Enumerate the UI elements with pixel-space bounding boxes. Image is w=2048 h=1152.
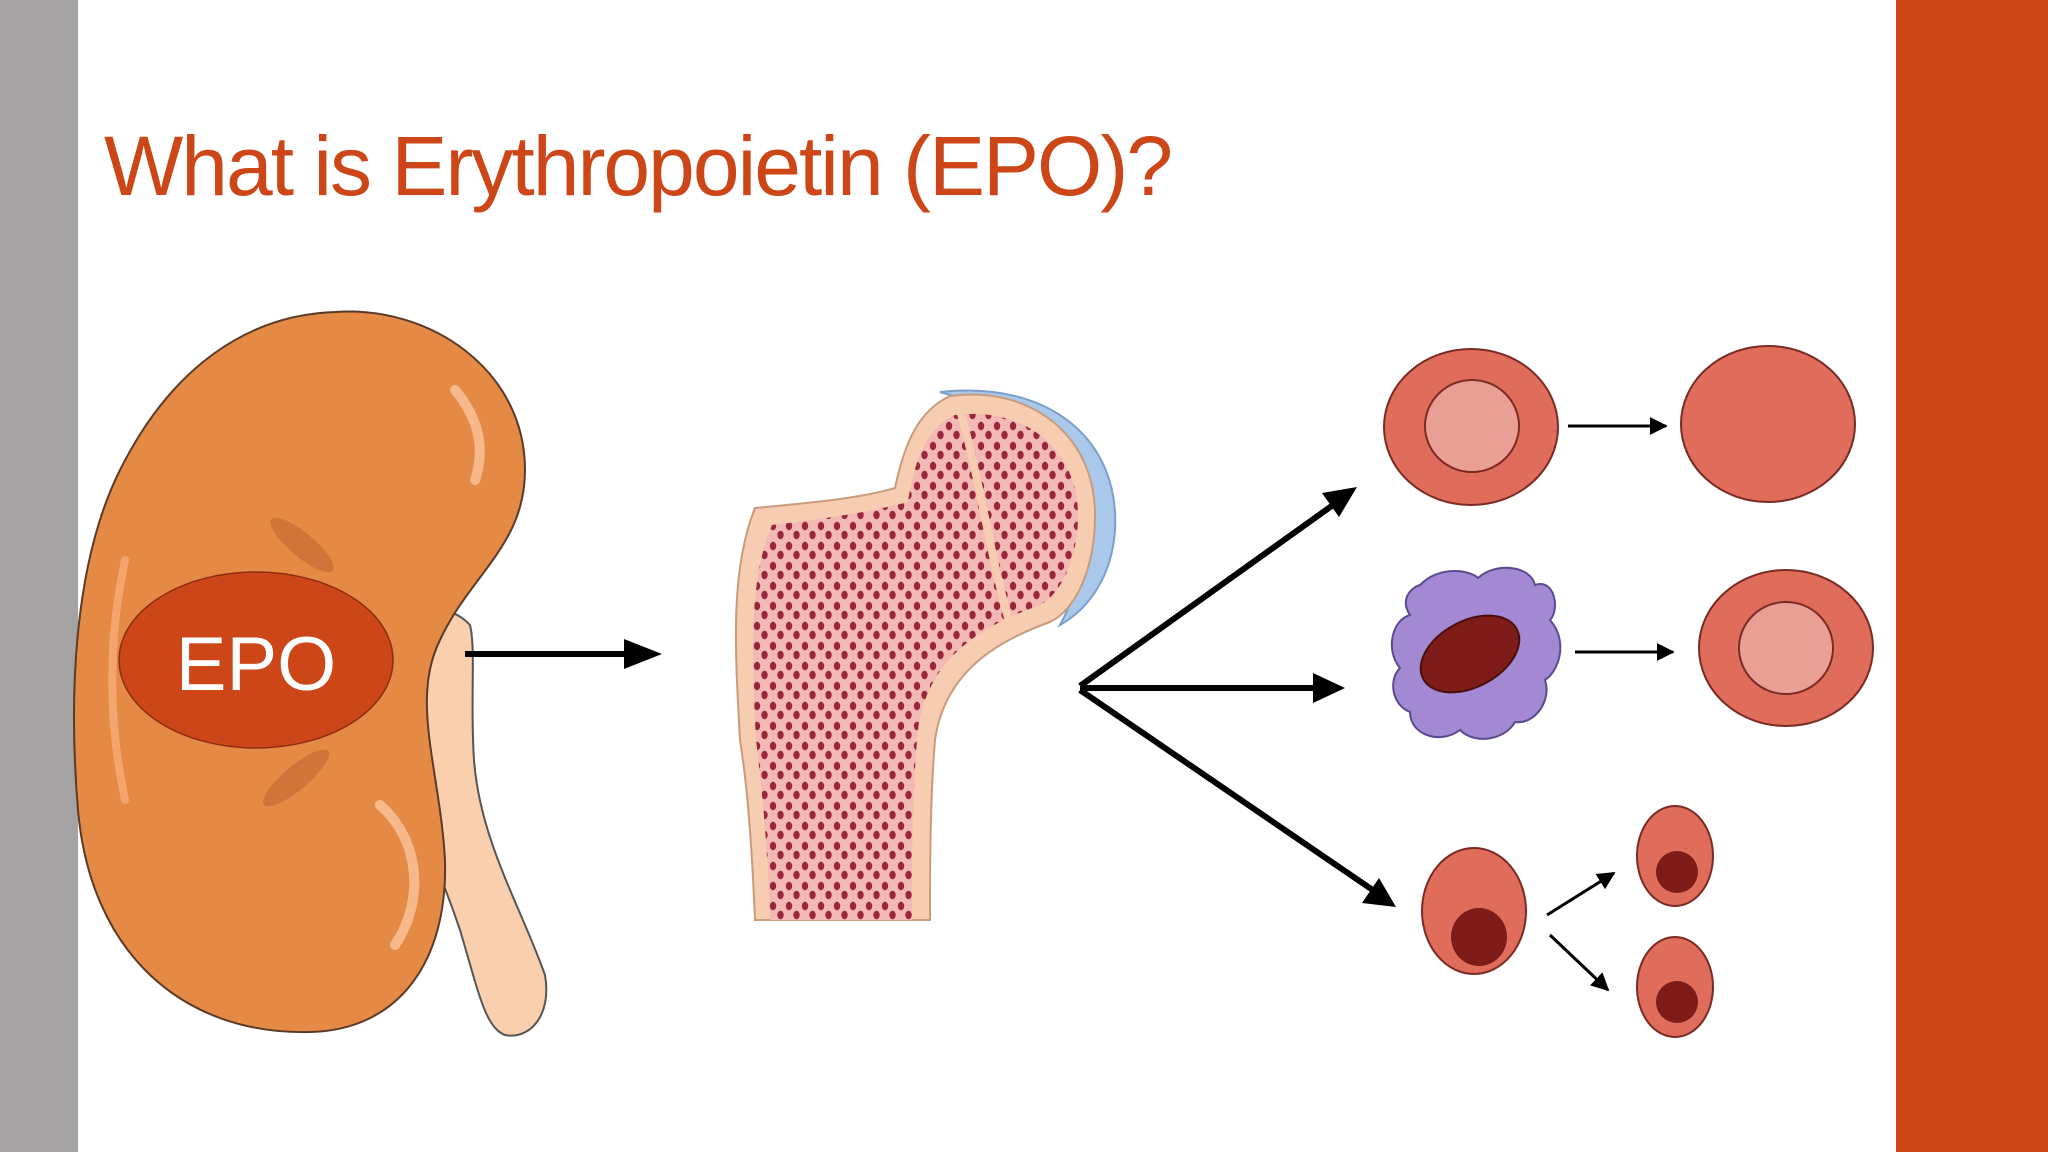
left-accent-band bbox=[0, 0, 78, 1152]
arrow-up bbox=[1078, 497, 1342, 689]
arrow-down bbox=[1078, 687, 1382, 898]
epo-oval bbox=[118, 571, 394, 749]
growth-line bbox=[956, 408, 1014, 627]
cell-row-top bbox=[1383, 345, 1856, 506]
cell-row-middle bbox=[1390, 566, 1874, 740]
arrow-kidney-to-bone bbox=[465, 639, 662, 669]
arrow-split-down bbox=[1548, 933, 1610, 992]
epo-label: EPO bbox=[176, 622, 337, 707]
cell-center-icon-2 bbox=[1738, 601, 1834, 695]
arrowhead-up bbox=[1322, 487, 1357, 517]
kidney-highlight-left bbox=[108, 556, 129, 804]
kidney-highlight-bottom bbox=[375, 800, 420, 950]
red-blood-cell-icon bbox=[1680, 345, 1856, 503]
kidney-highlight-top bbox=[450, 385, 485, 485]
nucleus-icon-4 bbox=[1656, 981, 1698, 1023]
kidney-shadow-lower bbox=[262, 749, 330, 807]
arrowhead-down bbox=[1362, 878, 1396, 907]
arrow-split-up bbox=[1546, 871, 1616, 917]
cell-row-bottom bbox=[1421, 805, 1714, 1038]
kidney-shadow-upper bbox=[270, 517, 334, 573]
nucleus-icon-3 bbox=[1656, 851, 1698, 893]
nucleus-icon-2 bbox=[1451, 908, 1507, 966]
kidney-illustration: EPO bbox=[73, 310, 548, 1037]
nucleus-icon bbox=[1419, 614, 1521, 694]
femur-bone-marrow-illustration bbox=[734, 389, 1117, 921]
slide-title: What is Erythropoietin (EPO)? bbox=[104, 119, 1173, 213]
branch-arrows bbox=[1078, 487, 1396, 907]
cell-center-icon bbox=[1424, 379, 1520, 473]
right-accent-band bbox=[1896, 0, 2048, 1152]
marrow-pores bbox=[752, 413, 1078, 920]
arrowhead-middle bbox=[1313, 673, 1345, 703]
